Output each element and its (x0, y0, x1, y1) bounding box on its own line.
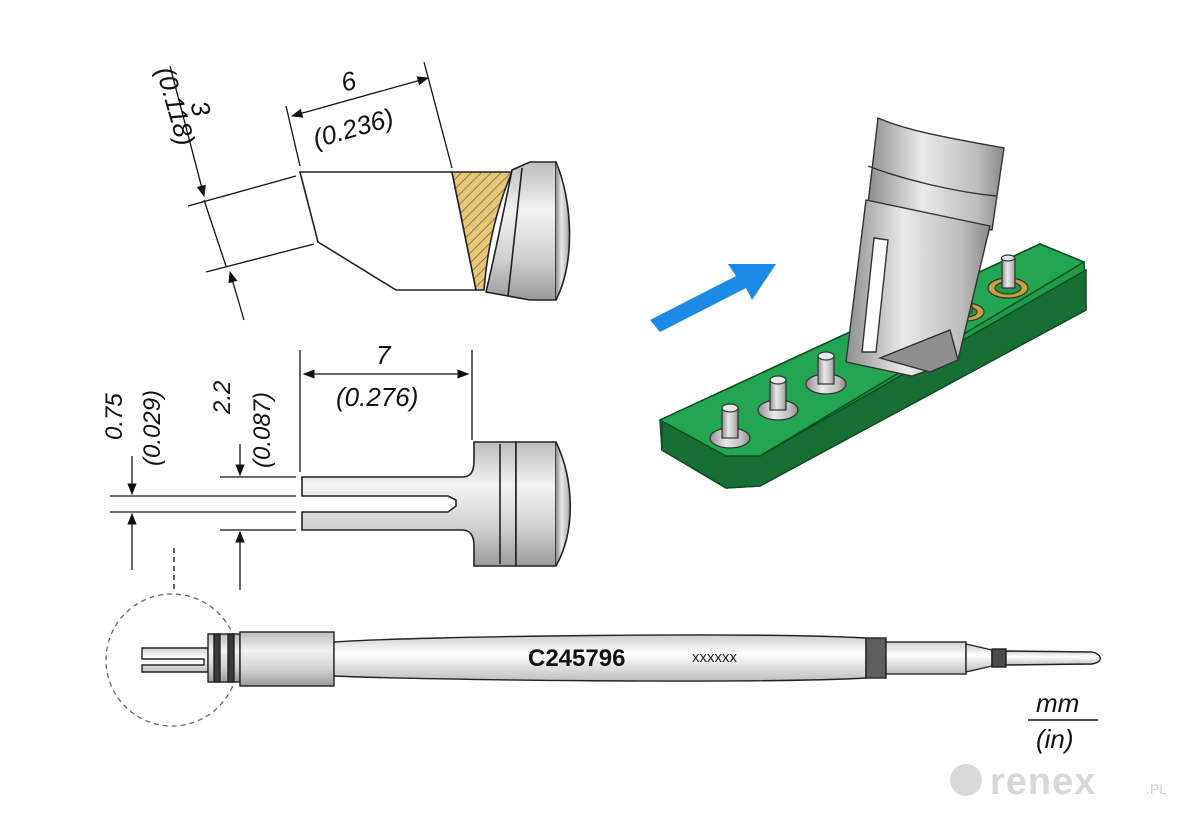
watermark-suffix: .PL (1146, 781, 1167, 797)
full-cartridge (141, 631, 1101, 687)
slot-length-mm: 7 (376, 340, 392, 370)
watermark: renex .PL (950, 761, 1167, 803)
batch-marking: xxxxxx (692, 649, 738, 666)
slot-width-mm: 0.75 (101, 393, 128, 440)
slot-length-in: (0.276) (336, 382, 418, 412)
slot-width-in: (0.029) (139, 390, 166, 466)
watermark-logo-icon (950, 764, 982, 796)
tip-width-mm: 2.2 (209, 381, 236, 415)
bevel-length-in: (0.236) (309, 102, 396, 154)
unit-mm: mm (1036, 688, 1079, 718)
dimension-lines-top (169, 61, 453, 321)
dimension-lines-middle (110, 350, 473, 590)
direction-arrow-icon (650, 264, 776, 332)
unit-in: (in) (1036, 724, 1074, 754)
tip-side-view (298, 161, 571, 301)
part-number: C245796 (528, 645, 625, 672)
bevel-length-mm: 6 (337, 65, 360, 98)
watermark-brand: renex (990, 761, 1096, 803)
tip-width-in: (0.087) (249, 392, 276, 468)
pcb-pins (709, 254, 1029, 449)
tip-front-view (301, 441, 572, 567)
tip-3d (845, 116, 1005, 377)
